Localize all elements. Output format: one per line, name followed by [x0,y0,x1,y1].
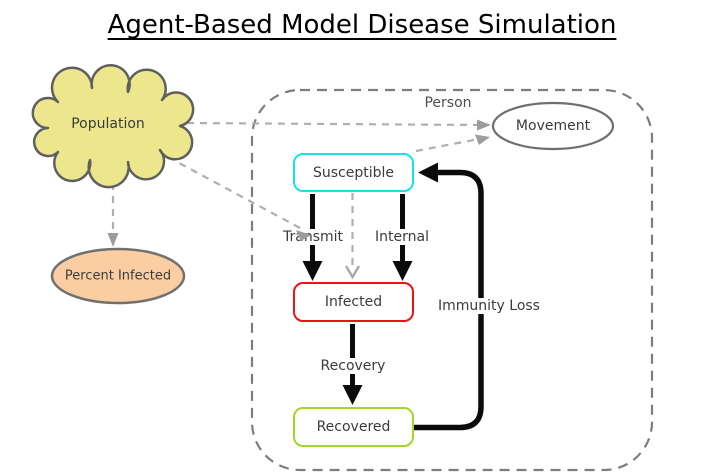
movement-label: Movement [515,118,591,134]
arrowhead-internal [392,261,413,281]
immunity-loss-edge-label: Immunity Loss [434,298,544,314]
arrowhead-immunity-loss [418,162,438,183]
dashed-links [111,121,481,268]
node-infected: Infected [293,282,414,322]
dashed-arrowheads [107,119,491,247]
internal-edge-label: Internal [371,229,433,245]
link-population-movement [186,121,481,127]
population-label: Population [71,116,145,132]
arrowhead-recovery [342,385,363,405]
link-susceptible-movement [415,137,480,153]
arrowhead-transmit [302,261,323,281]
arrowhead-to-percent-infected [107,233,119,247]
recovered-label: Recovered [316,419,391,435]
percent-infected-label: Percent Infected [64,268,172,284]
arrowhead-susceptible-infected-dashed [344,265,361,280]
movement-ellipse [491,101,615,151]
recovery-edge-label: Recovery [316,358,390,374]
percent-infected-ellipse [50,247,186,305]
black-arrowheads [302,162,438,405]
node-susceptible: Susceptible [293,153,414,192]
page-title: Agent-Based Model Disease Simulation [107,10,617,40]
person-container-border [250,88,654,472]
arrowhead-to-movement-1 [477,119,491,131]
node-recovered: Recovered [293,407,414,447]
infected-label: Infected [324,294,383,310]
arrowhead-to-movement-2 [475,134,490,145]
link-population-transmit [167,156,301,229]
susceptible-label: Susceptible [312,164,395,181]
transmit-edge-label: Transmit [278,229,348,245]
person-container-label: Person [424,95,472,111]
population-cloud [31,64,195,189]
